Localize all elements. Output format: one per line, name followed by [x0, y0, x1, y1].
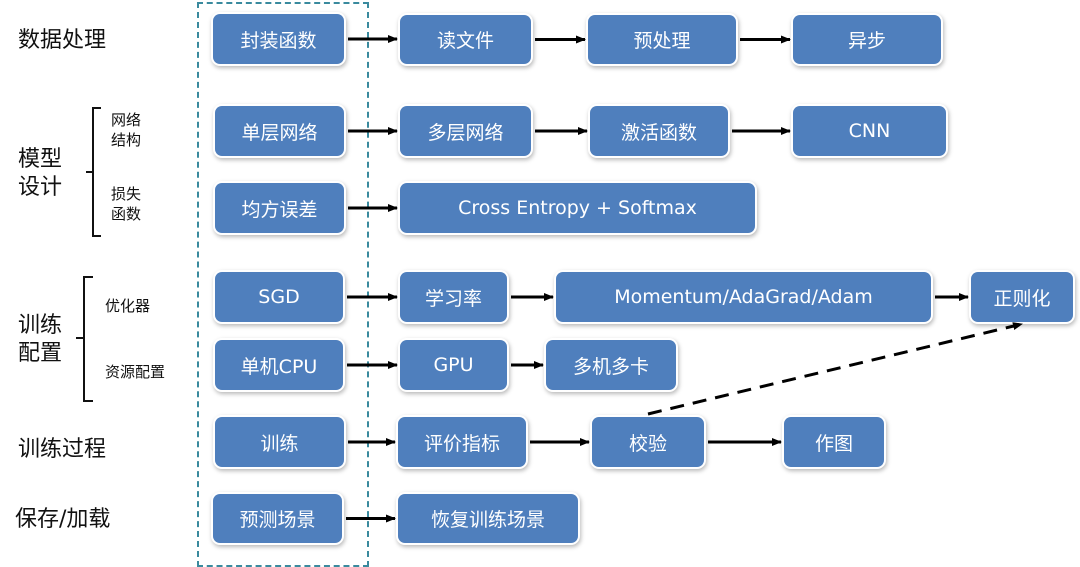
box-regularization[interactable]: 正则化 [971, 272, 1073, 322]
row-label-data-processing: 数据处理 [18, 28, 107, 53]
box-multi-layer-network[interactable]: 多层网络 [400, 106, 531, 156]
box-preprocess[interactable]: 预处理 [588, 15, 736, 64]
sub-label-line: 损失 [111, 185, 142, 203]
row-label-line: 配置 [18, 341, 63, 366]
box-gpu[interactable]: GPU [400, 340, 507, 390]
row-label-line: 模型 [18, 147, 63, 172]
box-momentum-adagrad-adam[interactable]: Momentum/AdaGrad/Adam [556, 272, 931, 322]
box-encapsulate-function[interactable]: 封装函数 [213, 14, 344, 64]
box-single-machine-cpu[interactable]: 单机CPU [215, 340, 343, 390]
row-label-training-process: 训练过程 [18, 437, 107, 462]
box-multi-machine-multi-gpu[interactable]: 多机多卡 [546, 340, 676, 390]
brace-training-config [76, 276, 93, 402]
box-learning-rate[interactable]: 学习率 [400, 272, 507, 322]
box-single-layer-network[interactable]: 单层网络 [215, 106, 344, 156]
row-label-training-config: 训练 配置 [18, 312, 62, 368]
sub-label-line: 网络 [111, 111, 142, 129]
box-resume-training-scenario[interactable]: 恢复训练场景 [398, 494, 578, 543]
box-prediction-scenario[interactable]: 预测场景 [213, 494, 342, 543]
sub-label-loss-function: 损失 函数 [111, 184, 141, 224]
box-sgd[interactable]: SGD [215, 272, 343, 322]
box-train[interactable]: 训练 [215, 417, 344, 467]
box-validation[interactable]: 校验 [592, 417, 704, 467]
row-label-line: 训练 [18, 313, 63, 338]
row-label-line: 设计 [18, 175, 63, 200]
first-step-dashed-frame [197, 2, 369, 567]
box-activation-function[interactable]: 激活函数 [590, 106, 728, 156]
box-cnn[interactable]: CNN [793, 106, 946, 156]
sub-label-optimizer: 优化器 [105, 297, 151, 315]
box-evaluation-metrics[interactable]: 评价指标 [398, 417, 526, 467]
sub-label-line: 函数 [111, 205, 142, 223]
box-cross-entropy-softmax[interactable]: Cross Entropy + Softmax [400, 183, 755, 233]
box-plot[interactable]: 作图 [784, 417, 884, 467]
box-read-file[interactable]: 读文件 [400, 15, 531, 64]
box-async[interactable]: 异步 [793, 15, 941, 64]
row-label-model-design: 模型 设计 [18, 146, 62, 202]
sub-label-line: 结构 [111, 131, 142, 149]
sub-label-network-structure: 网络 结构 [111, 110, 141, 150]
sub-label-resource-config: 资源配置 [105, 363, 166, 381]
brace-model-design [86, 107, 101, 237]
row-label-save-load: 保存/加载 [15, 507, 111, 532]
dashed-arrow-b_jy-to-b_zzh [647, 322, 1023, 416]
box-mean-squared-error[interactable]: 均方误差 [215, 183, 344, 233]
